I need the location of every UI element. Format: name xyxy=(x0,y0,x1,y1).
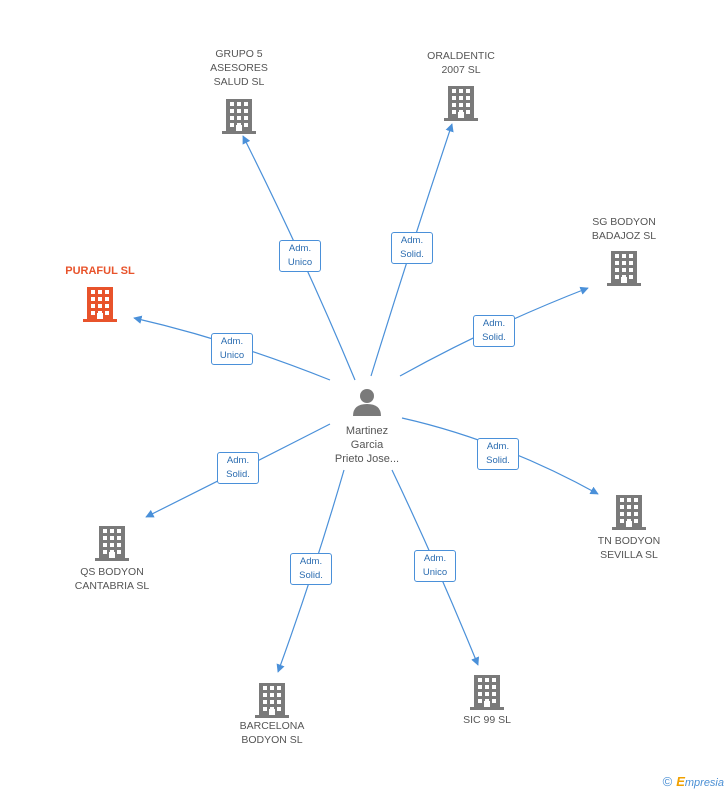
company-label[interactable]: SG BODYON BADAJOZ SL xyxy=(591,216,657,242)
company-building-icon[interactable] xyxy=(83,286,117,327)
role-badge: Adm. Unico xyxy=(211,333,253,365)
company-label[interactable]: BARCELONA BODYON SL xyxy=(239,720,305,746)
company-building-icon[interactable] xyxy=(444,85,478,126)
company-label[interactable]: SIC 99 SL xyxy=(463,714,511,726)
role-badge: Adm. Solid. xyxy=(217,452,259,484)
company-building-icon[interactable] xyxy=(607,250,641,291)
company-building-icon[interactable] xyxy=(612,494,646,535)
role-badge: Adm. Solid. xyxy=(473,315,515,347)
company-label[interactable]: GRUPO 5 ASESORES SALUD SL xyxy=(210,48,268,88)
company-building-icon[interactable] xyxy=(222,98,256,139)
person-name-label[interactable]: Martinez Garcia Prieto Jose... xyxy=(334,425,400,465)
brand-watermark: © Empresia xyxy=(663,774,724,789)
role-badge: Adm. Solid. xyxy=(477,438,519,470)
company-label[interactable]: ORALDENTIC 2007 SL xyxy=(427,50,495,76)
role-badge: Adm. Unico xyxy=(414,550,456,582)
role-badge: Adm. Solid. xyxy=(391,232,433,264)
company-building-icon[interactable] xyxy=(95,525,129,566)
company-building-icon[interactable] xyxy=(470,674,504,715)
company-label[interactable]: TN BODYON SEVILLA SL xyxy=(597,535,661,561)
company-building-icon[interactable] xyxy=(255,682,289,723)
role-badge: Adm. Unico xyxy=(279,240,321,272)
person-icon[interactable] xyxy=(352,388,382,421)
company-label[interactable]: PURAFUL SL xyxy=(65,265,135,277)
copyright-symbol: © xyxy=(662,774,673,789)
company-label[interactable]: QS BODYON CANTABRIA SL xyxy=(74,566,150,592)
brand-logo: Empresia xyxy=(676,774,724,789)
role-badge: Adm. Solid. xyxy=(290,553,332,585)
